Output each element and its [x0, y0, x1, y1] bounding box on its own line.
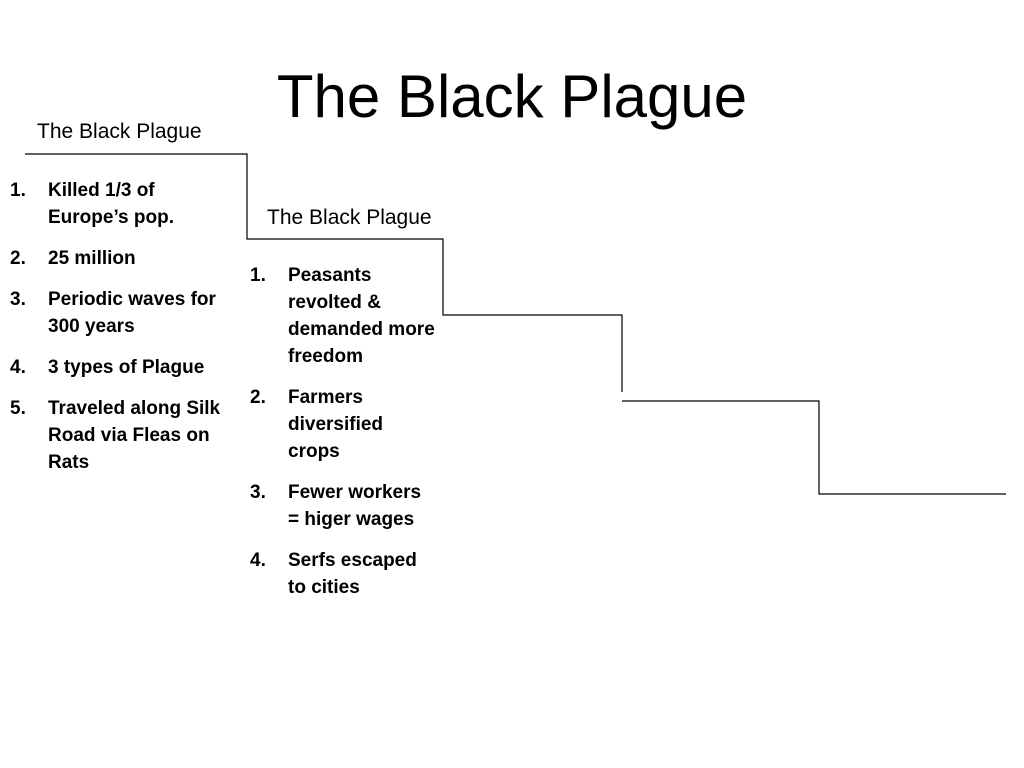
- list-item-text: Fewer workers = higer wages: [288, 482, 422, 530]
- step-2-heading: The Black Plague: [267, 206, 432, 229]
- slide-title: The Black Plague: [276, 63, 748, 130]
- list-item: 1. Peasants revolted & demanded more fre…: [250, 262, 435, 370]
- list-item: 4. 3 types of Plague: [10, 354, 230, 381]
- list-item-number: 5.: [10, 398, 26, 419]
- list-item-text: Serfs escaped to cities: [288, 550, 417, 598]
- list-item-text: Traveled along Silk Road via Fleas on Ra…: [48, 398, 221, 473]
- list-item-number: 1.: [10, 180, 26, 201]
- list-item-number: 4.: [10, 357, 26, 378]
- step-1-heading: The Black Plague: [37, 120, 202, 143]
- step-2-list: 1. Peasants revolted & demanded more fre…: [250, 262, 435, 615]
- list-item-number: 1.: [250, 265, 266, 286]
- list-item: 3. Fewer workers = higer wages: [250, 479, 435, 533]
- list-item-text: Killed 1/3 of Europe’s pop.: [48, 180, 174, 228]
- list-item-number: 2.: [10, 248, 26, 269]
- list-item: 3. Periodic waves for 300 years: [10, 286, 230, 340]
- list-item-text: Farmers diversified crops: [288, 387, 384, 462]
- list-item-number: 3.: [250, 482, 266, 503]
- list-item-text: Peasants revolted & demanded more freedo…: [288, 265, 435, 367]
- list-item: 4. Serfs escaped to cities: [250, 547, 435, 601]
- list-item: 1. Killed 1/3 of Europe’s pop.: [10, 177, 230, 231]
- list-item: 5. Traveled along Silk Road via Fleas on…: [10, 395, 230, 476]
- list-item-text: 25 million: [48, 248, 136, 269]
- step-1-list: 1. Killed 1/3 of Europe’s pop. 2. 25 mil…: [10, 177, 230, 490]
- staircase-path-lower: [622, 400, 1006, 495]
- list-item-number: 3.: [10, 289, 26, 310]
- list-item: 2. 25 million: [10, 245, 230, 272]
- list-item-text: Periodic waves for 300 years: [48, 289, 216, 337]
- list-item: 2. Farmers diversified crops: [250, 384, 435, 465]
- list-item-number: 4.: [250, 550, 266, 571]
- staircase-path: [25, 153, 623, 392]
- list-item-text: 3 types of Plague: [48, 357, 205, 378]
- list-item-number: 2.: [250, 387, 266, 408]
